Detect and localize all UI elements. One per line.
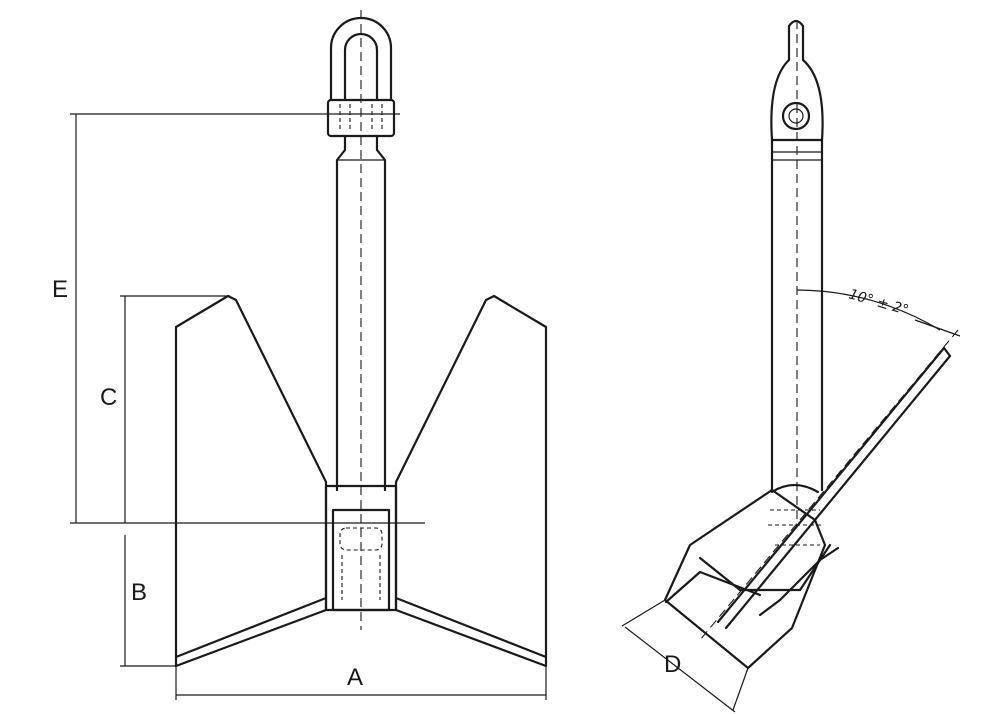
shackle [326,16,396,138]
crown [324,484,398,612]
dimension-b-label: B [131,579,147,606]
dimension-a-label: A [347,664,363,691]
front-view: E C B A [52,10,548,700]
dimension-lines [70,113,547,700]
angle-annotation [796,289,961,337]
dimension-d-label: D [664,651,681,678]
dimension-d-lines [621,599,749,713]
dimension-c-label: C [100,384,117,411]
angle-label: 10° ± 2° [847,286,910,318]
side-fluke [663,483,840,670]
left-fluke [174,294,328,668]
dimension-e-label: E [52,276,68,303]
shank [335,10,387,630]
side-stock [699,329,959,641]
side-view: 10° ± 2° D [621,19,961,713]
side-shank [770,20,824,520]
right-fluke [394,294,548,668]
